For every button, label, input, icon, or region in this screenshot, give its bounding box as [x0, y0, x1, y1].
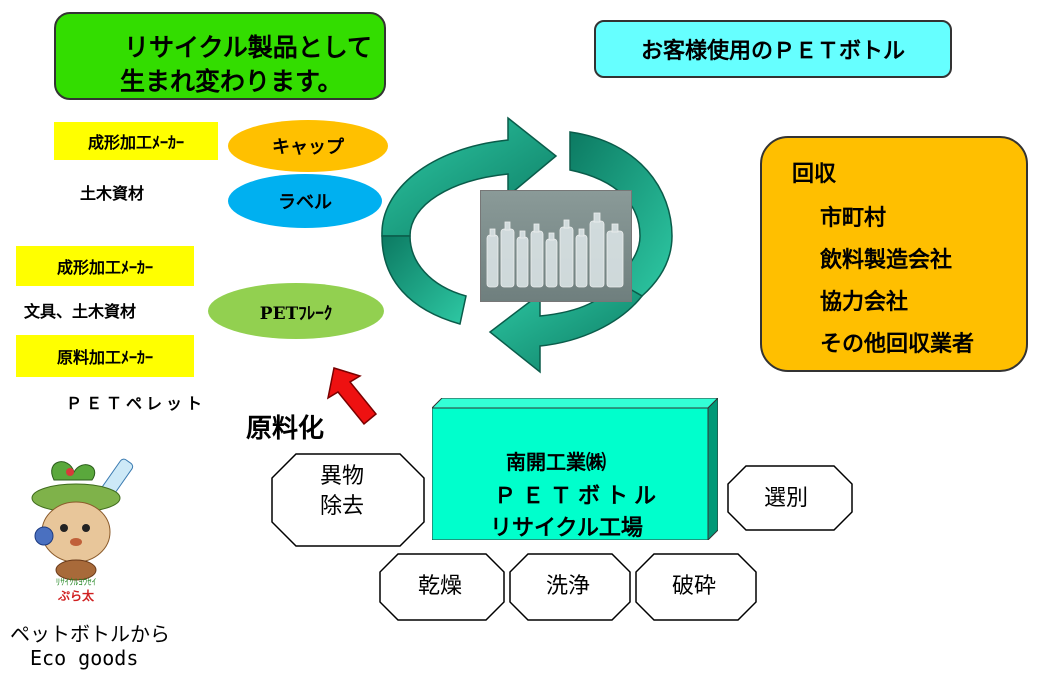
wash-octagon — [509, 553, 631, 621]
molding-maker-label-2: 成形加工ﾒｰｶｰ — [16, 246, 194, 286]
label-oval: ラベル — [228, 174, 382, 228]
cap-oval: キャップ — [228, 120, 388, 172]
factory-pet-bottle: ＰＥＴボトル — [494, 484, 663, 509]
factory-box — [432, 398, 718, 540]
recycled-products-line2: 生まれ変わります。 — [120, 67, 343, 96]
factory-recycling-plant: リサイクル工場 — [490, 516, 643, 541]
crush-label: 破砕 — [672, 574, 717, 599]
cycle-arrow-left — [381, 235, 467, 325]
civil-materials-label: 土木資材 — [80, 184, 145, 203]
mascot-caption-1: ペットボトルから — [10, 622, 170, 646]
mascot-caption-2: Eco goods — [30, 646, 139, 670]
foreign-removal-octagon — [271, 453, 425, 547]
collection-heading: 回収 — [792, 162, 837, 187]
mascot-logo-line2: ぷら太 — [57, 588, 95, 603]
mascot-logo-line1: ﾘｻｲｸﾙﾖｳｾｲ — [56, 577, 97, 588]
pet-pellet-label: ＰＥＴペレット — [66, 394, 207, 413]
pet-flake-oval: PETﾌﾚｰｸ — [208, 283, 384, 339]
cycle-arrow-upper — [381, 116, 558, 237]
sort-label: 選別 — [764, 486, 809, 511]
dry-label: 乾燥 — [418, 574, 463, 599]
raw-material-maker-label: 原料加工ﾒｰｶｰ — [16, 335, 194, 377]
collection-item: その他回収業者 — [820, 332, 975, 357]
foreign-removal-label-2: 除去 — [320, 494, 365, 519]
collection-item: 協力会社 — [820, 290, 909, 315]
collection-item: 飲料製造会社 — [820, 248, 953, 273]
molding-maker-label-1: 成形加工ﾒｰｶｰ — [54, 122, 218, 160]
raw-material-label: 原料化 — [246, 414, 325, 444]
crush-octagon — [635, 553, 757, 621]
collection-box: 回収 市町村 飲料製造会社 協力会社 その他回収業者 — [760, 136, 1028, 372]
recycled-products-line1: リサイクル製品として — [124, 33, 373, 62]
pet-bottles-photo — [480, 190, 632, 302]
recycle-cycle-arrows — [381, 116, 673, 374]
factory-company: 南開工業㈱ — [506, 450, 606, 474]
foreign-removal-label-1: 異物 — [320, 464, 365, 489]
wash-label: 洗浄 — [546, 574, 591, 599]
collection-item: 市町村 — [820, 206, 887, 231]
sort-octagon — [727, 465, 853, 531]
dry-octagon — [379, 553, 505, 621]
raw-material-arrow-icon — [326, 367, 378, 426]
recycled-products-box: リサイクル製品として 生まれ変わります。 — [54, 12, 386, 100]
stationery-civil-label: 文具、土木資材 — [24, 302, 137, 321]
customer-pet-bottles-box: お客様使用のＰＥＴボトル — [594, 20, 952, 78]
bottles-illustration — [486, 212, 624, 288]
mascot-plata-icon: ﾘｻｲｸﾙﾖｳｾｲ ぷら太 — [31, 458, 134, 603]
